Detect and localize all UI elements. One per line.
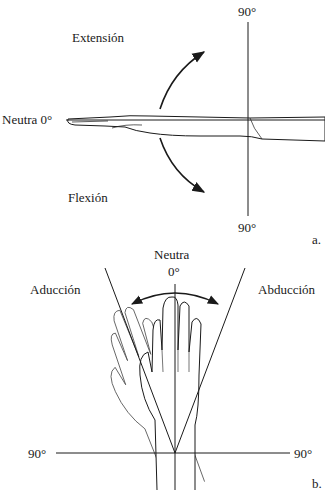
panel-label: b. [312,476,322,490]
horizontal-axis [56,453,290,454]
adduction-limit [105,268,175,453]
wrist-line [250,118,262,139]
neutral-axis [175,284,176,490]
motion-label: Flexión [68,190,108,205]
deviation-arrow [132,293,218,304]
hand-front-view [140,297,201,490]
angle-label: 90° [238,220,256,235]
motion-label: Aducción [30,282,81,297]
finger-line [72,121,142,128]
angle-label: 90° [294,446,312,461]
angle-label: 90° [28,446,46,461]
vertical-axis [248,22,249,216]
neutral-axis [66,120,325,121]
angle-label: 90° [238,4,256,19]
panel-label: a. [312,232,321,247]
motion-label: Abducción [258,282,315,297]
angle-label: 0° [168,264,180,279]
position-label: Neutra 0° [2,112,52,127]
motion-label: Extensión [72,30,124,45]
flexion-arrow [160,138,204,192]
position-label: Neutra [154,247,189,262]
extension-arrow [160,52,204,109]
hand-side-view [68,116,325,141]
abduction-limit [175,268,245,453]
